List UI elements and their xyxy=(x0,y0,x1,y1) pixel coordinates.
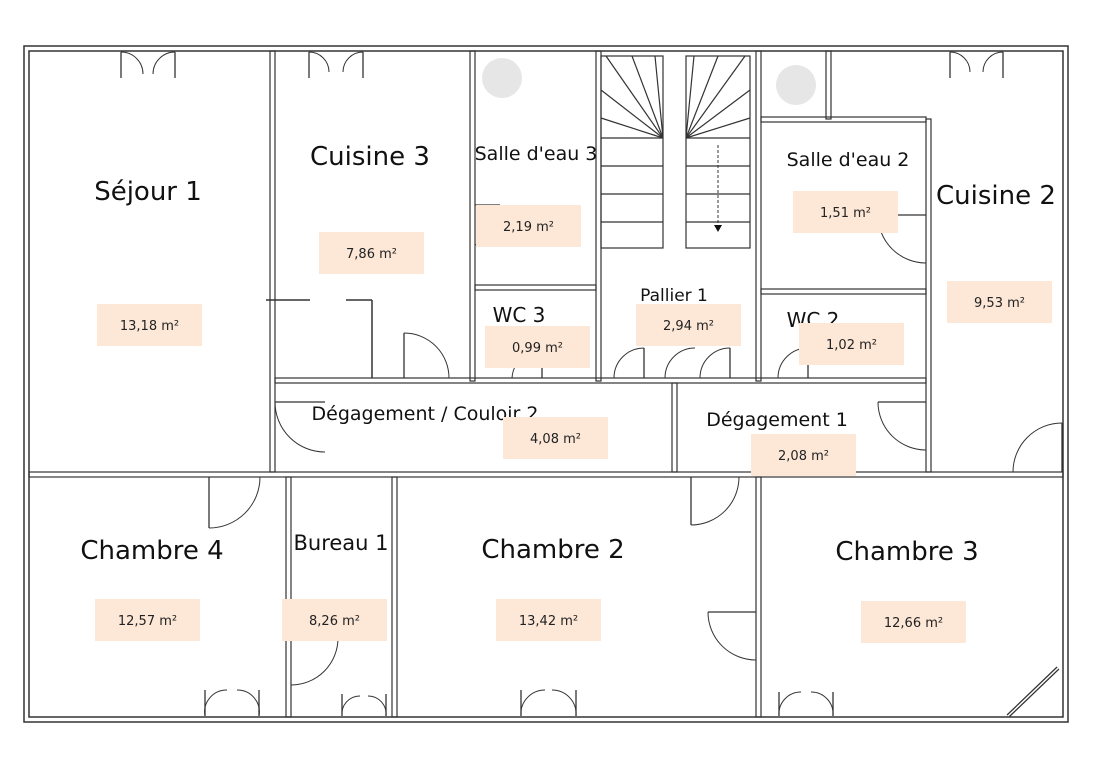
area-bureau-1: 8,26 m² xyxy=(309,614,360,629)
window-cuisine-3 xyxy=(308,51,364,78)
area-cuisine-2: 9,53 m² xyxy=(974,296,1025,311)
area-wc-2: 1,02 m² xyxy=(826,338,877,353)
interior-walls xyxy=(28,50,1064,718)
door-degagement-1 xyxy=(877,401,927,451)
room-name-chambre-3: Chambre 3 xyxy=(835,537,978,567)
room-name-cuisine-2: Cuisine 2 xyxy=(936,181,1056,211)
room-name-sejour-1: Séjour 1 xyxy=(94,177,202,207)
room-name-salle-d-eau-3: Salle d'eau 3 xyxy=(475,143,598,165)
window-chambre-2 xyxy=(520,689,577,717)
area-salle-d-eau-2: 1,51 m² xyxy=(820,206,871,221)
area-degagement-1: 2,08 m² xyxy=(778,449,829,464)
area-badge-degagement-couloir-2 xyxy=(503,417,608,459)
window-cuisine-2 xyxy=(949,51,1004,78)
area-wc-3: 0,99 m² xyxy=(512,341,563,356)
room-name-degagement-1: Dégagement 1 xyxy=(706,409,848,431)
area-badge-chambre-2 xyxy=(496,599,601,641)
door-chambre-3-corner xyxy=(1006,666,1060,718)
area-badge-cuisine-3 xyxy=(319,232,424,274)
shower-tray-1 xyxy=(482,58,522,98)
area-sejour-1: 13,18 m² xyxy=(120,319,179,334)
doors-pallier-1 xyxy=(613,347,731,379)
outer-walls xyxy=(23,45,1069,723)
door-bureau-1 xyxy=(290,637,339,686)
room-name-chambre-2: Chambre 2 xyxy=(481,535,624,565)
area-badge-salle-d-eau-2 xyxy=(793,191,898,233)
doors xyxy=(120,51,1063,718)
area-salle-d-eau-3: 2,19 m² xyxy=(503,220,554,235)
area-badge-cuisine-2 xyxy=(947,281,1052,323)
area-badge-salle-d-eau-3 xyxy=(476,205,581,247)
door-chambre-2-side xyxy=(707,611,757,661)
room-name-bureau-1: Bureau 1 xyxy=(293,531,388,555)
sanitary-fixtures xyxy=(482,58,816,105)
room-name-wc-3: WC 3 xyxy=(493,303,546,327)
room-name-chambre-4: Chambre 4 xyxy=(80,536,223,566)
area-cuisine-3: 7,86 m² xyxy=(346,247,397,262)
area-badge-chambre-4 xyxy=(95,599,200,641)
area-badge-degagement-1 xyxy=(751,434,856,476)
area-badge-bureau-1 xyxy=(282,599,387,641)
area-badge-sejour-1 xyxy=(97,304,202,346)
door-couloir-2 xyxy=(274,401,326,453)
door-cuisine-2 xyxy=(1012,422,1063,473)
shower-tray-2 xyxy=(776,65,816,105)
area-badge-chambre-3 xyxy=(861,601,966,643)
area-badge-wc-3 xyxy=(485,326,590,368)
door-chambre-2 xyxy=(690,476,740,526)
door-cuisine-3 xyxy=(403,332,450,379)
room-name-cuisine-3: Cuisine 3 xyxy=(310,142,430,172)
door-chambre-4 xyxy=(208,476,261,529)
room-name-salle-d-eau-2: Salle d'eau 2 xyxy=(787,149,910,171)
window-chambre-4 xyxy=(204,689,260,717)
room-name-pallier-1: Pallier 1 xyxy=(640,286,708,306)
area-chambre-4: 12,57 m² xyxy=(118,614,177,629)
window-bureau-1 xyxy=(341,694,387,717)
area-pallier-1: 2,94 m² xyxy=(663,319,714,334)
staircase xyxy=(600,55,751,249)
area-badge-wc-2 xyxy=(799,323,904,365)
area-degagement-couloir-2: 4,08 m² xyxy=(530,432,581,447)
area-chambre-3: 12,66 m² xyxy=(884,616,943,631)
room-labels: Séjour 1 13,18 m² Cuisine 3 7,86 m² Sall… xyxy=(80,142,1056,643)
room-name-degagement-couloir-2: Dégagement / Couloir 2 xyxy=(312,403,539,425)
area-chambre-2: 13,42 m² xyxy=(519,614,578,629)
window-chambre-3 xyxy=(778,691,834,717)
window-sejour xyxy=(120,51,176,78)
area-badge-pallier-1 xyxy=(636,304,741,346)
